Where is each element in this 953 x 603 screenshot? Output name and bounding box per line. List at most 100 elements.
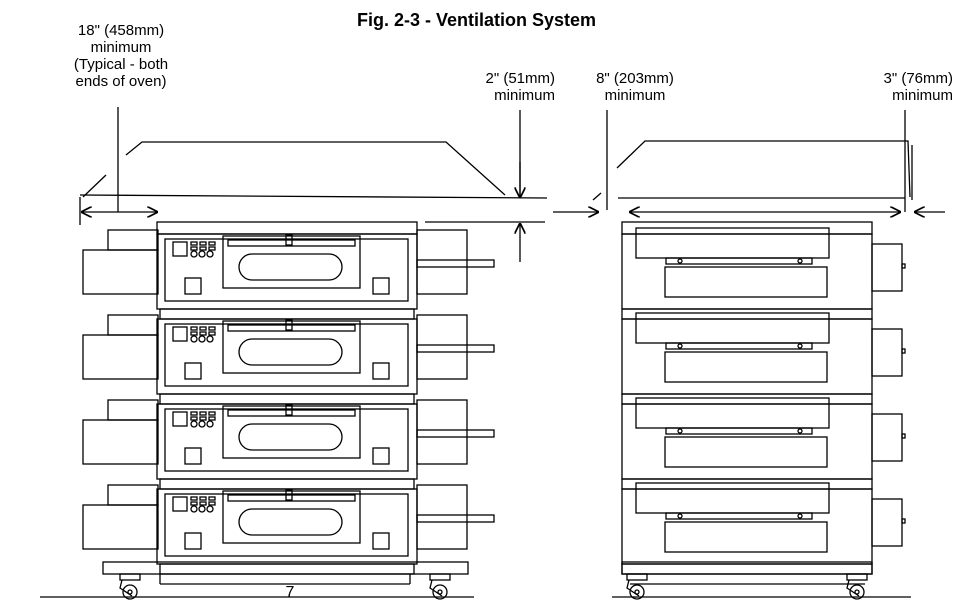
- access-panel-left: [184, 447, 202, 465]
- motor-shaft: [901, 518, 906, 524]
- control-knob: [190, 505, 198, 513]
- motor-housing: [871, 498, 903, 547]
- motor-shaft: [901, 263, 906, 269]
- control-key: [208, 326, 216, 331]
- conveyor-left: [82, 249, 159, 295]
- motor-housing: [871, 413, 903, 462]
- access-panel-left: [184, 277, 202, 295]
- label-top-clearance: 2" (51mm) minimum: [485, 70, 556, 104]
- label-rear-clearance: 8" (203mm) minimum: [596, 70, 674, 104]
- oven-deck: [82, 229, 495, 320]
- lower-panel: [664, 521, 828, 553]
- deck-lip: [159, 308, 415, 320]
- conveyor-belt-right: [416, 259, 495, 268]
- control-key: [190, 496, 198, 501]
- deck-cabinet: [621, 318, 873, 395]
- rail-bolt: [797, 343, 803, 349]
- deck-lip: [159, 478, 415, 490]
- conveyor-left-upper: [107, 314, 159, 336]
- rail-bolt: [677, 428, 683, 434]
- access-panel-left: [184, 532, 202, 550]
- conveyor-left-upper: [107, 484, 159, 506]
- control-knob: [198, 335, 206, 343]
- control-knob: [206, 420, 214, 428]
- rail-bolt: [797, 513, 803, 519]
- label-left-clearance: 18" (458mm) minimum (Typical - both ends…: [73, 22, 169, 90]
- access-panel-right: [372, 532, 390, 550]
- control-key: [190, 411, 198, 416]
- lower-panel: [664, 266, 828, 298]
- oven-deck: [621, 312, 906, 405]
- conveyor-left: [82, 419, 159, 465]
- lower-panel: [664, 436, 828, 468]
- control-key: [199, 411, 207, 416]
- control-key: [199, 331, 207, 336]
- control-key: [208, 246, 216, 251]
- door-latch: [285, 234, 293, 246]
- control-knob: [190, 250, 198, 258]
- control-key: [208, 496, 216, 501]
- control-key: [208, 501, 216, 506]
- conveyor-left: [82, 504, 159, 550]
- control-key: [208, 331, 216, 336]
- deck-cabinet: [621, 488, 873, 565]
- page-number: 7: [285, 584, 295, 601]
- oven-deck: [621, 482, 906, 575]
- control-knob: [190, 420, 198, 428]
- control-knob: [198, 420, 206, 428]
- control-display: [172, 496, 188, 512]
- oven-deck: [82, 314, 495, 405]
- motor-shaft: [901, 433, 906, 439]
- deck-cabinet: [621, 403, 873, 480]
- side-hood-outline: [592, 140, 911, 201]
- oven-deck: [621, 397, 906, 490]
- conveyor-left-upper: [107, 399, 159, 421]
- control-knob: [198, 250, 206, 258]
- control-key: [208, 241, 216, 246]
- window-slot: [238, 508, 343, 536]
- control-key: [199, 326, 207, 331]
- front-hood-outline: [79, 141, 548, 199]
- conveyor-rail: [665, 342, 813, 350]
- stand-base: [621, 561, 873, 575]
- conveyor-rail: [665, 512, 813, 520]
- rail-bolt: [797, 428, 803, 434]
- conveyor-belt-right: [416, 344, 495, 353]
- control-key: [208, 416, 216, 421]
- control-key: [199, 416, 207, 421]
- control-display: [172, 326, 188, 342]
- dimension-leaders: [79, 107, 913, 225]
- conveyor-right: [416, 399, 468, 465]
- control-key: [190, 326, 198, 331]
- rail-bolt: [677, 513, 683, 519]
- figure-title: Fig. 2-3 - Ventilation System: [356, 10, 597, 30]
- control-key: [190, 241, 198, 246]
- conveyor-rail: [665, 257, 813, 265]
- control-key: [190, 246, 198, 251]
- deck-lip: [621, 308, 873, 320]
- control-key: [199, 246, 207, 251]
- oven-deck: [82, 399, 495, 490]
- door-latch: [285, 489, 293, 501]
- control-knob: [206, 505, 214, 513]
- conveyor-belt-right: [416, 514, 495, 523]
- conveyor-right: [416, 484, 468, 550]
- lower-panel: [664, 351, 828, 383]
- conveyor-rail: [665, 427, 813, 435]
- conveyor-right: [416, 314, 468, 380]
- window-slot: [238, 253, 343, 281]
- upper-panel: [635, 312, 830, 344]
- motor-housing: [871, 328, 903, 377]
- upper-panel: [635, 397, 830, 429]
- control-key: [199, 496, 207, 501]
- conveyor-left: [82, 334, 159, 380]
- window-slot: [238, 423, 343, 451]
- deck-lip: [621, 478, 873, 490]
- side-view: [621, 221, 906, 600]
- deck-lip: [159, 563, 415, 575]
- rail-bolt: [677, 258, 683, 264]
- conveyor-left-upper: [107, 229, 159, 251]
- control-display: [172, 411, 188, 427]
- top-cap: [156, 221, 418, 235]
